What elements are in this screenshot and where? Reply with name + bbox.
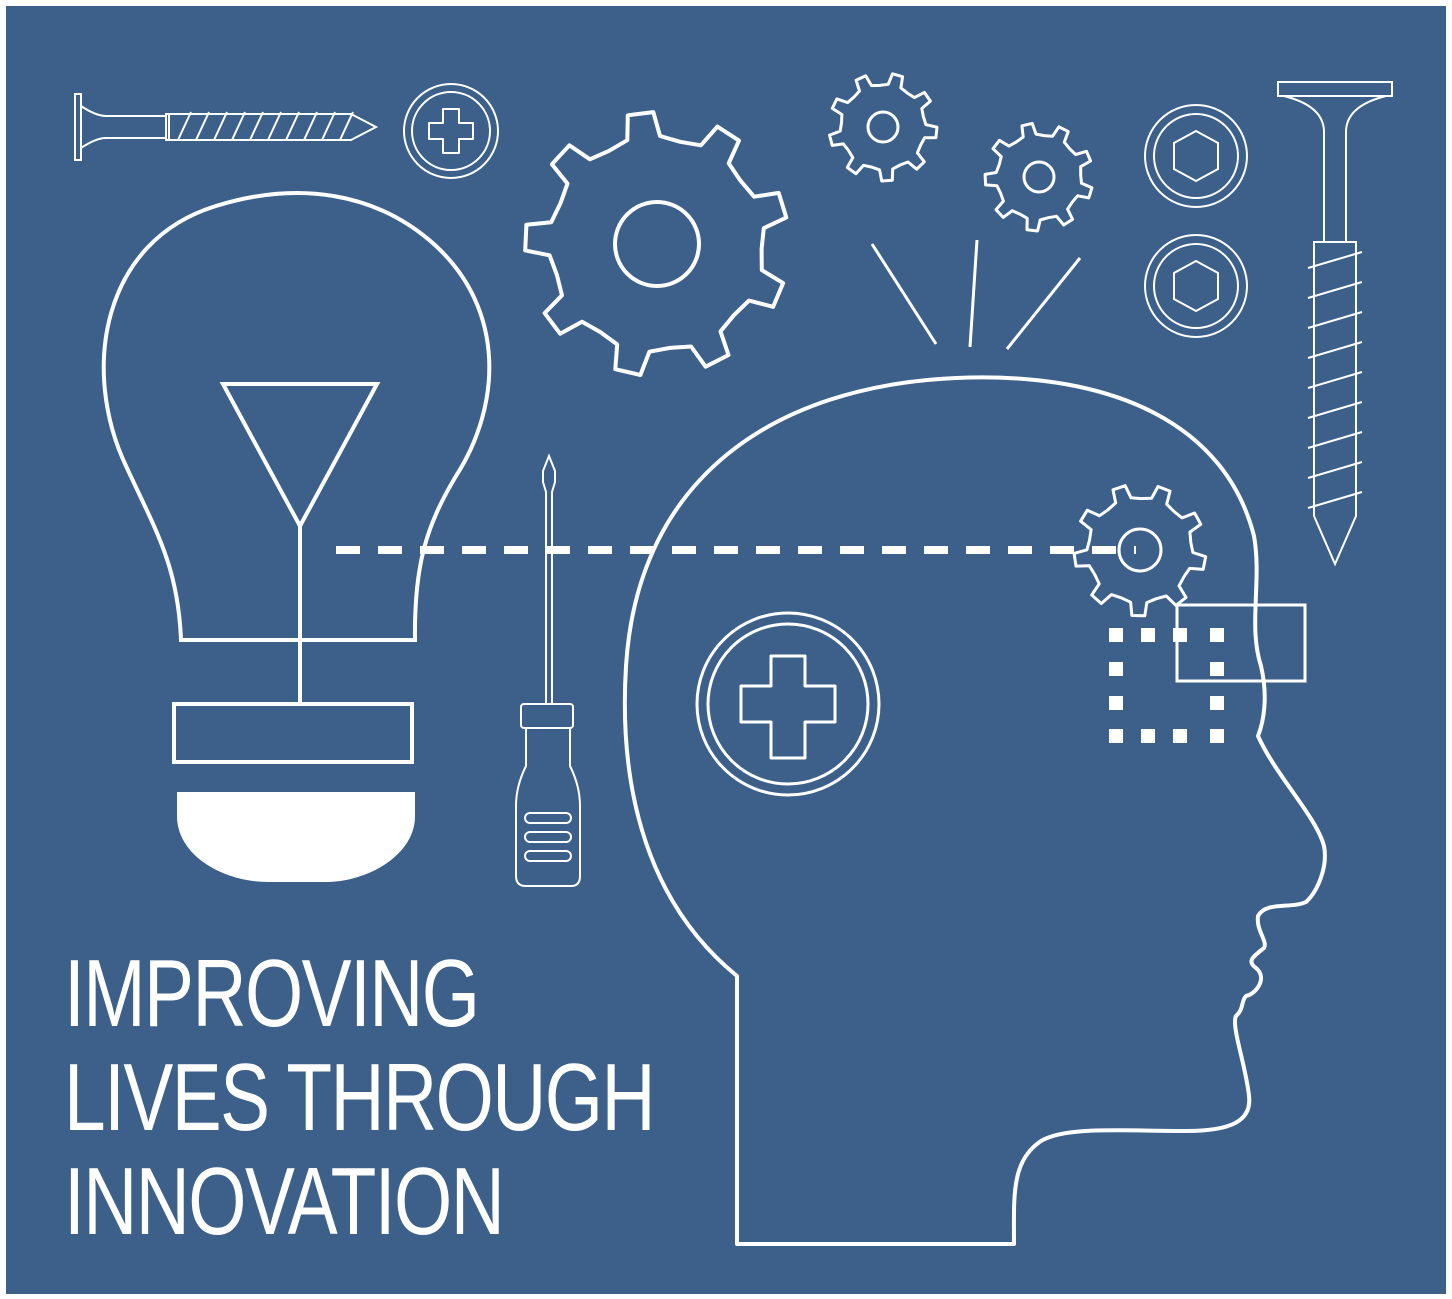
innovation-illustration	[74, 72, 1393, 1246]
screwdriver-icon	[515, 453, 581, 887]
small-gear-icon	[828, 72, 939, 183]
screw-horizontal-icon	[74, 93, 379, 161]
medium-gear-icon	[983, 121, 1094, 233]
lightbulb-icon	[101, 191, 492, 882]
headline-line-3: INNOVATION	[64, 1148, 505, 1255]
head-gear-icon	[1072, 484, 1208, 618]
large-gear-icon	[523, 110, 789, 377]
headline-line-1: IMPROVING	[64, 940, 480, 1047]
circuit-chip-icon	[1109, 603, 1307, 743]
headline-line-2: LIVES THROUGH	[64, 1044, 656, 1151]
headline: IMPROVING LIVES THROUGH INNOVATION	[64, 940, 656, 1255]
idea-rays	[870, 239, 1082, 350]
phillips-screw-head-large-icon	[695, 611, 881, 797]
human-head-profile-icon	[622, 375, 1327, 1246]
hex-bolt-head-icon	[1144, 104, 1248, 338]
illustration-panel: IMPROVING LIVES THROUGH INNOVATION	[6, 6, 1446, 1294]
phillips-screw-head-icon	[403, 83, 499, 179]
wood-screw-vertical-icon	[1277, 81, 1393, 567]
